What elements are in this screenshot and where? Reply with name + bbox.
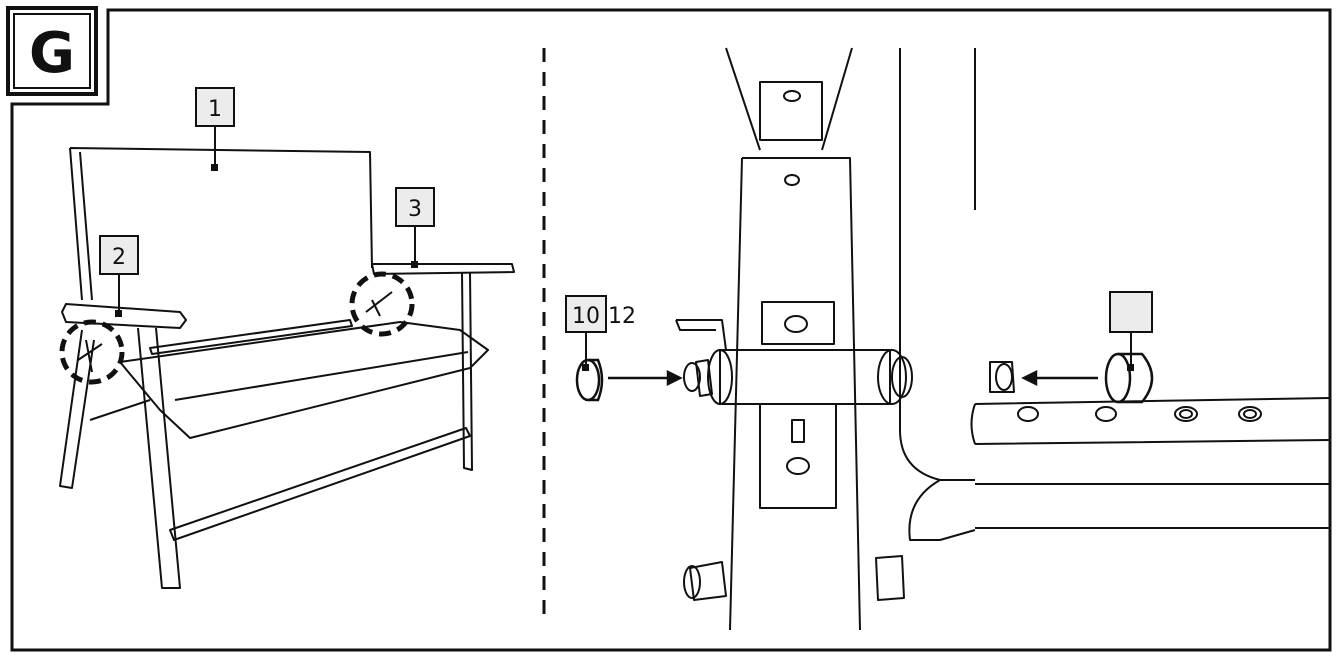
callout-2-label: 2 — [112, 245, 126, 270]
bench-drawing — [59, 147, 515, 589]
detail-post — [729, 157, 861, 631]
end-cap-right — [1104, 352, 1154, 404]
bench-left-leg-back — [59, 329, 95, 489]
detail-tube — [899, 48, 976, 481]
bench-left-armrest — [61, 303, 187, 329]
callout-12-label: 12 — [608, 304, 636, 329]
bench-stretcher — [169, 427, 471, 541]
step-letter: G — [29, 21, 75, 86]
detail-drawing — [675, 47, 1331, 631]
highlight-detail-left — [77, 339, 103, 373]
highlight-detail-right — [365, 291, 393, 317]
callout-3-label: 3 — [408, 197, 422, 222]
callout-10: 10 12 — [565, 295, 636, 371]
insert-arrow-left — [608, 369, 683, 387]
callout-10-label: 10 — [572, 304, 600, 329]
callout-2: 2 — [99, 235, 139, 317]
bench-right-leg-front — [461, 271, 473, 471]
highlight-circle-right — [349, 271, 415, 337]
bench-seat-rail — [149, 319, 353, 355]
step-badge: G — [6, 6, 98, 96]
highlight-circle-left — [59, 319, 125, 385]
callout-3: 3 — [395, 187, 435, 268]
insert-arrow-right — [1021, 369, 1098, 387]
bench-right-armrest — [371, 263, 515, 275]
callout-blank — [1109, 291, 1153, 371]
panel-frame — [10, 8, 1332, 652]
detail-frame-plate — [970, 397, 1331, 445]
end-cap-left — [575, 358, 604, 402]
callout-1: 1 — [195, 87, 235, 171]
bench-backrest — [69, 147, 373, 301]
bench-seat — [119, 321, 489, 439]
detail-upper-bracket — [759, 81, 823, 141]
detail-axle — [719, 349, 891, 405]
bench-left-leg-front — [137, 327, 181, 589]
callout-1-label: 1 — [208, 97, 222, 122]
